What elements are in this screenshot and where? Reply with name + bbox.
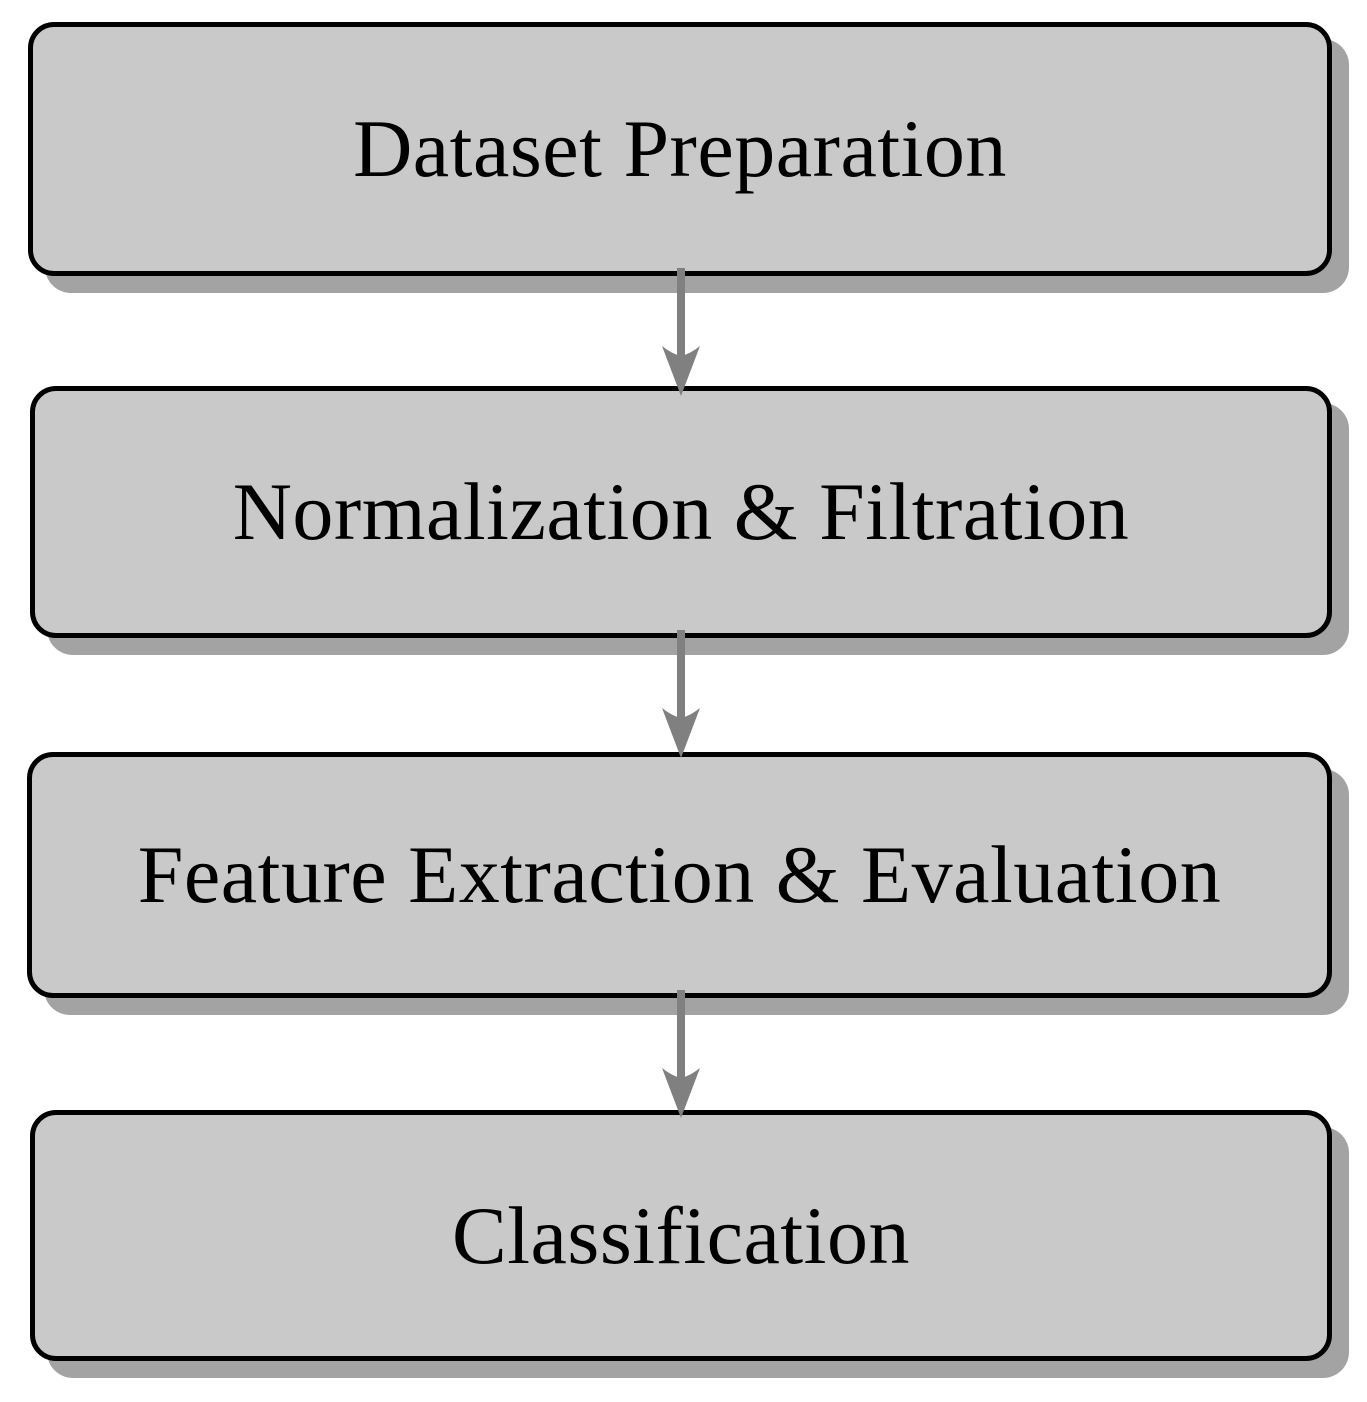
arrow-step-1-to-step-2 [645,268,717,396]
node-step-4[interactable]: Classification [30,1110,1332,1361]
arrow-step-3-to-step-4 [645,990,717,1118]
node-step-3[interactable]: Feature Extraction & Evaluation [27,752,1332,998]
arrow-down-icon [662,630,700,758]
node-label-step-1: Dataset Preparation [353,103,1007,194]
node-step-2[interactable]: Normalization & Filtration [30,386,1332,638]
node-label-step-2: Normalization & Filtration [232,466,1130,557]
arrow-down-icon [662,990,700,1118]
node-step-1[interactable]: Dataset Preparation [28,22,1332,276]
node-label-step-3: Feature Extraction & Evaluation [137,829,1222,920]
arrow-down-icon [662,268,700,396]
arrow-step-2-to-step-3 [645,630,717,758]
node-label-step-4: Classification [452,1189,910,1281]
